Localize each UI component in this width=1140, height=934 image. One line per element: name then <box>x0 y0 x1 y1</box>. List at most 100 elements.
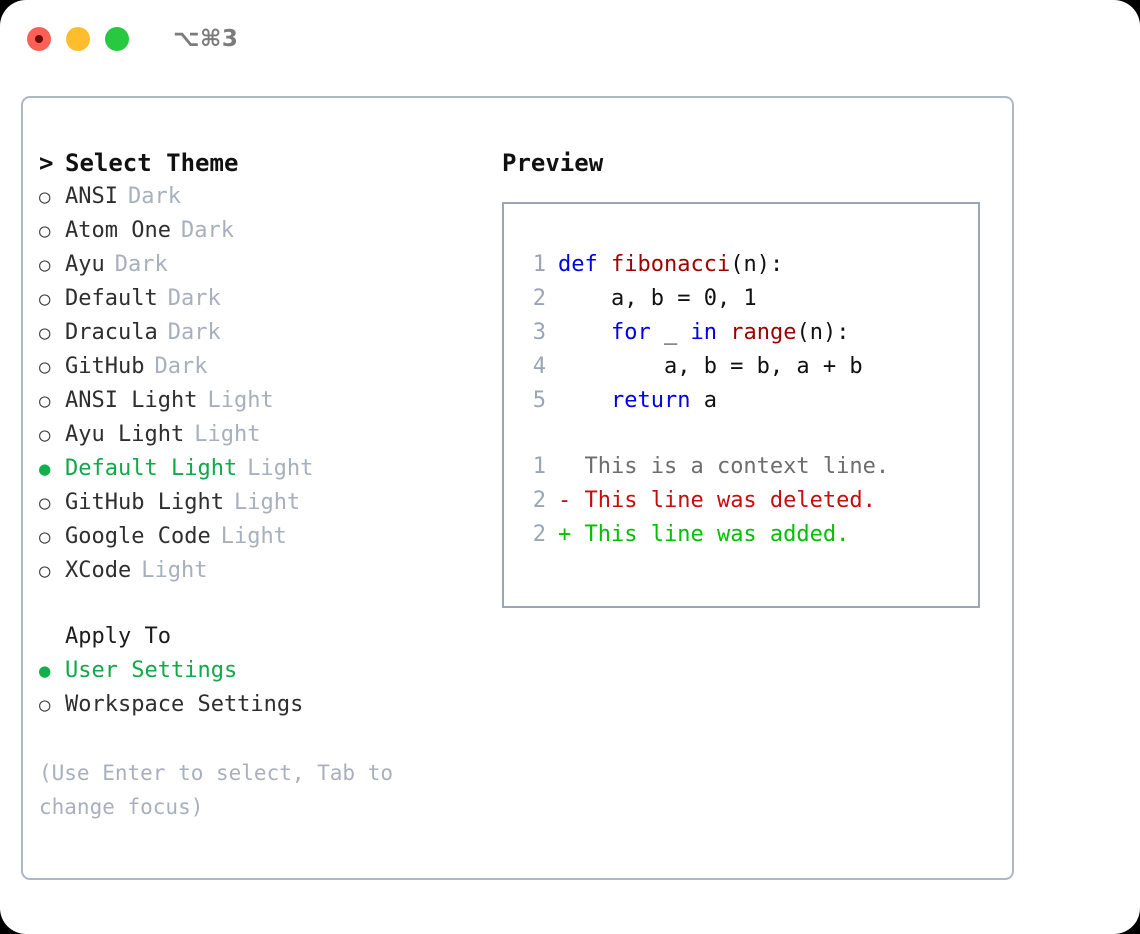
code-token-pl: a <box>690 388 717 413</box>
theme-option-variant: Dark <box>167 286 221 311</box>
diff-line-number: 2 <box>532 522 546 547</box>
code-line-text: for _ in range(n): <box>558 316 849 350</box>
apply-to-option-label: User Settings <box>65 658 238 683</box>
title-bar: ⌥⌘3 <box>0 0 1140 78</box>
diff-line-text: - This line was deleted. <box>558 484 876 518</box>
minimize-window-button[interactable] <box>66 27 90 51</box>
theme-option-variant: Light <box>194 422 261 447</box>
radio-unselected-icon: ○ <box>39 220 51 242</box>
code-line-number: 4 <box>532 354 546 379</box>
theme-option-label: XCode <box>65 558 132 583</box>
traffic-light-group <box>27 27 129 51</box>
theme-option-ansi[interactable]: ○ ANSI Dark <box>39 180 489 214</box>
code-line-number: 5 <box>532 388 546 413</box>
window-title: ⌥⌘3 <box>173 26 239 52</box>
theme-option-ansi-light[interactable]: ○ ANSI Light Light <box>39 384 489 418</box>
code-diff-spacer <box>516 418 978 450</box>
radio-selected-icon: ● <box>39 458 51 480</box>
theme-option-variant: Light <box>247 456 314 481</box>
radio-unselected-icon: ○ <box>39 186 51 208</box>
keyboard-hint-text: (Use Enter to select, Tab to change focu… <box>39 761 406 819</box>
code-line-number: 3 <box>532 320 546 345</box>
theme-option-variant: Light <box>207 388 274 413</box>
diff-line-number: 1 <box>532 454 546 479</box>
diff-text: This line was deleted. <box>571 488 876 513</box>
radio-unselected-icon: ○ <box>39 560 51 582</box>
theme-option-default-light[interactable]: ● Default Light Light <box>39 452 489 486</box>
code-line-text: return a <box>558 384 717 418</box>
theme-option-label: Google Code <box>65 524 211 549</box>
theme-option-github-light[interactable]: ○ GitHub Light Light <box>39 486 489 520</box>
code-token-pl: a, b = b, a + b <box>558 354 863 379</box>
theme-option-google-code[interactable]: ○ Google Code Light <box>39 520 489 554</box>
diff-sample: 1 This is a context line.2- This line wa… <box>516 450 978 552</box>
theme-option-variant: Dark <box>127 184 181 209</box>
theme-option-variant: Light <box>220 524 287 549</box>
close-window-button[interactable] <box>27 27 51 51</box>
theme-option-label: ANSI Light <box>65 388 198 413</box>
radio-unselected-icon: ○ <box>39 526 51 548</box>
prompt-caret-icon: > <box>39 149 54 177</box>
code-line: 5 return a <box>516 384 978 418</box>
radio-unselected-icon: ○ <box>39 390 51 412</box>
theme-option-variant: Light <box>233 490 301 515</box>
theme-option-label: Default <box>65 286 158 311</box>
apply-to-option-workspace-settings[interactable]: ○ Workspace Settings <box>39 688 489 722</box>
code-token-pl <box>558 388 611 413</box>
radio-unselected-icon: ○ <box>39 322 51 344</box>
apply-to-option-user-settings[interactable]: ● User Settings <box>39 654 489 688</box>
maximize-window-button[interactable] <box>105 27 129 51</box>
theme-option-label: ANSI <box>65 184 118 209</box>
code-line: 2 a, b = 0, 1 <box>516 282 978 316</box>
code-line-number: 2 <box>532 286 546 311</box>
radio-unselected-icon: ○ <box>39 694 51 716</box>
page-title: Select Theme <box>65 149 239 177</box>
preview-title: Preview <box>502 149 604 177</box>
code-line: 4 a, b = b, a + b <box>516 350 978 384</box>
diff-line: 2- This line was deleted. <box>516 484 978 518</box>
theme-option-default[interactable]: ○ Default Dark <box>39 282 489 316</box>
theme-option-label: GitHub Light <box>65 490 224 515</box>
diff-marker: + <box>558 522 572 547</box>
radio-unselected-icon: ○ <box>39 288 51 310</box>
theme-option-variant: Dark <box>114 252 168 277</box>
diff-line-text: + This line was added. <box>558 518 849 552</box>
diff-marker: - <box>558 488 572 513</box>
code-token-kw: return <box>610 388 691 413</box>
theme-option-label: Ayu Light <box>65 422 185 447</box>
code-token-pl: (n): <box>796 320 850 345</box>
apply-to-list: ● User Settings ○ Workspace Settings <box>39 654 489 722</box>
apply-to-option-label: Workspace Settings <box>65 692 304 717</box>
theme-option-variant: Dark <box>167 320 221 345</box>
theme-option-label: GitHub <box>65 354 145 379</box>
code-token-pl: _ <box>650 320 691 345</box>
diff-text: This is a context line. <box>571 454 890 479</box>
code-line: 3 for _ in range(n): <box>516 316 978 350</box>
diff-line: 2 + This line was added. <box>516 518 978 552</box>
code-line-text: def fibonacci(n): <box>558 248 783 282</box>
apply-to-title: Apply To <box>65 624 171 649</box>
code-token-kw: for <box>610 320 651 345</box>
diff-text: This line was added. <box>571 522 850 547</box>
code-token-pl: (n): <box>730 252 784 277</box>
theme-option-label: Ayu <box>65 252 105 277</box>
theme-option-label: Atom One <box>65 218 171 243</box>
diff-line: 1 This is a context line. <box>516 450 978 484</box>
radio-unselected-icon: ○ <box>39 492 51 514</box>
radio-selected-icon: ● <box>39 660 51 682</box>
theme-option-label: Default Light <box>65 456 238 481</box>
diff-line-number: 2 <box>532 488 546 513</box>
section-spacer <box>39 588 489 620</box>
